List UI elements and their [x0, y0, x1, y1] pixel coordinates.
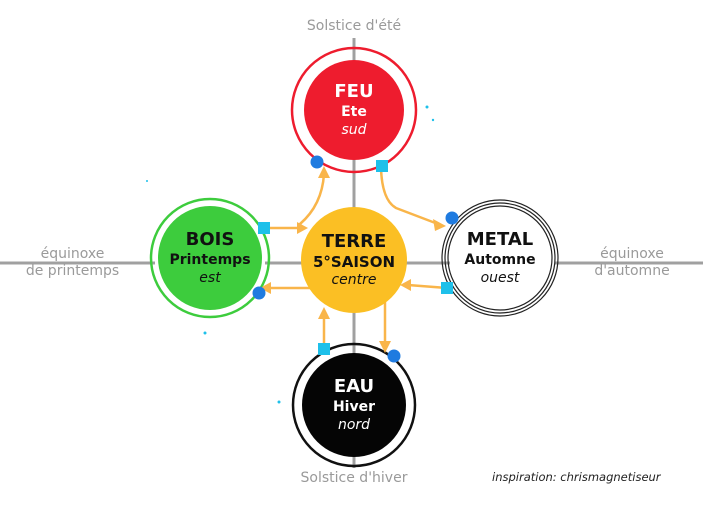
- arrowhead-feu: [318, 166, 330, 178]
- feu-name: FEU: [334, 81, 374, 102]
- blue-dot-eau: [387, 349, 401, 363]
- feu-direction: sud: [341, 122, 367, 138]
- bois-season: Printemps: [169, 252, 251, 268]
- blue-dot-bois: [252, 286, 266, 300]
- eau-direction: nord: [337, 417, 371, 433]
- speck-1: [425, 105, 429, 109]
- arrowhead-terre-right: [400, 279, 411, 291]
- feu-season: Ete: [341, 104, 367, 120]
- cyan-square-eau: [318, 343, 330, 355]
- blue-dot-feu: [310, 155, 324, 169]
- bois-name: BOIS: [185, 229, 235, 250]
- eau-circle: EAU Hiver nord: [302, 353, 406, 457]
- feu-circle: FEU Ete sud: [304, 60, 404, 160]
- cyan-square-bois: [258, 222, 270, 234]
- terre-name: TERRE: [321, 231, 387, 252]
- axis-label-left-line1: équinoxe: [40, 246, 105, 262]
- axis-label-left: équinoxe de printemps: [10, 246, 135, 280]
- axis-label-bottom: Solstice d'hiver: [300, 470, 408, 486]
- bois-circle: BOIS Printemps est: [158, 206, 262, 310]
- axis-label-right-line2: d'automne: [594, 263, 670, 279]
- eau-season: Hiver: [332, 399, 376, 415]
- bois-direction: est: [199, 270, 221, 286]
- speck-3: [203, 331, 207, 335]
- arrow-terre-to-feu: [298, 172, 326, 226]
- cyan-square-metal: [441, 282, 453, 294]
- eau-name: EAU: [333, 376, 375, 397]
- axis-label-right: équinoxe d'automne: [572, 246, 692, 280]
- axis-label-top: Solstice d'été: [306, 18, 402, 34]
- metal-outer-ring-3: [447, 205, 553, 311]
- terre-direction: centre: [331, 272, 377, 288]
- metal-outer-ring-2: [444, 202, 556, 314]
- axis-label-right-line1: équinoxe: [600, 246, 664, 262]
- feu-outer-ring: [290, 46, 418, 174]
- metal-name: METAL: [466, 229, 534, 250]
- arrowhead-metal: [433, 219, 446, 231]
- speck-5: [146, 180, 148, 182]
- metal-season: Automne: [464, 252, 536, 268]
- metal-direction: ouest: [480, 270, 520, 286]
- metal-outer-ring-1: [441, 199, 559, 317]
- eau-outer-ring: [291, 342, 417, 468]
- arrowhead-bois: [260, 282, 271, 294]
- arrowhead-terre-bottom: [318, 307, 330, 319]
- terre-circle: TERRE 5°SAISON centre: [301, 207, 407, 313]
- arrowhead-terre-left: [297, 222, 308, 234]
- speck-4: [277, 400, 281, 404]
- axis-label-left-line2: de printemps: [25, 263, 120, 279]
- metal-circle: METAL Automne ouest: [450, 208, 550, 308]
- terre-season: 5°SAISON: [312, 253, 396, 271]
- credit-text: inspiration: chrismagnetiseur: [492, 470, 661, 484]
- bois-outer-ring: [149, 197, 271, 319]
- arrowhead-eau: [379, 341, 391, 353]
- speck-2: [431, 118, 435, 122]
- cyan-square-feu: [376, 160, 388, 172]
- arrow-feu-to-metal: [379, 166, 440, 226]
- blue-dot-metal: [445, 211, 459, 225]
- arrow-metal-to-terre: [406, 283, 449, 290]
